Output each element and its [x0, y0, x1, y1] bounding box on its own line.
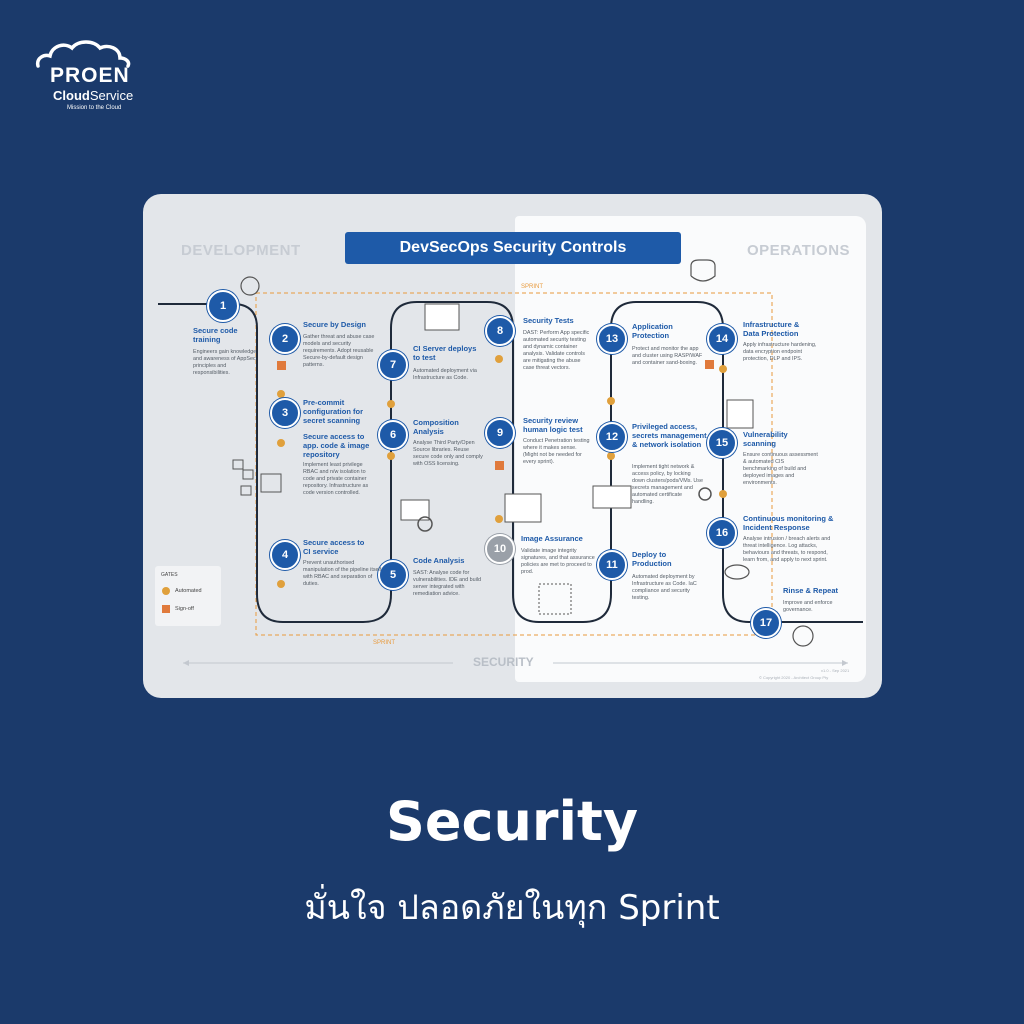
step-16-marker: 16: [707, 518, 737, 548]
footer-copyright: © Copyright 2020 - Architect Group Pty: [759, 675, 829, 680]
step-8-text: DAST: Perform App specific automated sec…: [523, 330, 590, 371]
step-12-text: Implement tight network & access policy,…: [632, 464, 704, 505]
step-16-label: Continuous monitoring & Incident Respons…: [743, 514, 834, 532]
step-2-marker: 2: [270, 324, 300, 354]
step-2-text: Gather threat and abuse case models and …: [303, 334, 375, 368]
proen-logo: PROEN CloudService Mission to the Cloud: [34, 38, 154, 112]
step-3-label: Pre-commit configuration for secret scan…: [303, 398, 363, 425]
step-15-marker: 15: [707, 428, 737, 458]
step-8-label: Security Tests: [523, 316, 574, 325]
logo-tagline: Mission to the Cloud: [67, 105, 122, 111]
step-14-label: Infrastructure & Data Protection: [743, 320, 800, 338]
logo-brand: PROEN: [50, 64, 130, 87]
step-4-marker: 4: [270, 540, 300, 570]
step-17-marker: 17: [751, 608, 781, 638]
secure-access-repo-label: Secure access to app. code & image repos…: [303, 432, 370, 459]
phase-operations: OPERATIONS: [747, 242, 851, 259]
step-10-label: Image Assurance: [521, 534, 583, 543]
step-11-label: Deploy to Production: [632, 550, 672, 568]
step-1-label: Secure code training: [193, 326, 238, 344]
step-5-text: SAST: Analyse code for vulnerabilities. …: [413, 570, 482, 597]
step-13-label: Application Protection: [632, 322, 673, 340]
pipeline-path: [158, 259, 863, 666]
step-1-text: Engineers gain knowledge and awareness o…: [193, 349, 257, 376]
gates-automated: Automated: [175, 588, 202, 594]
step-10-marker: 10: [485, 534, 515, 564]
signoff-square-icon: [162, 605, 170, 613]
step-5-marker: 5: [378, 560, 408, 590]
gates-signoff: Sign-off: [175, 606, 194, 612]
step-8-marker: 8: [485, 316, 515, 346]
step-9-marker: 9: [485, 418, 515, 448]
subheadline: มั่นใจ ปลอดภัยในทุก Sprint: [304, 888, 720, 928]
step-15-text: Ensure continuous assessment & automated…: [743, 452, 818, 486]
step-15-label: Vulnerability scanning: [743, 430, 788, 448]
step-7-text: Automated deployment via Infrastructure …: [413, 368, 477, 381]
step-16-text: Analyse intrusion / breach alerts and th…: [743, 536, 831, 563]
sprint-label-top: SPRINT: [521, 284, 544, 290]
step-13-text: Protect and monitor the app and cluster …: [632, 346, 703, 366]
step-9-text: Conduct Penetration testing where it mak…: [523, 438, 590, 465]
step-7-label: CI Server deploys to test: [413, 344, 477, 362]
operations-panel: [515, 216, 866, 682]
step-4-text: Prevent unauthorised manipulation of the…: [303, 560, 382, 587]
step-4-label: Secure access to CI service: [303, 538, 365, 556]
cloud-icon: [35, 40, 131, 68]
step-17-label: Rinse & Repeat: [783, 586, 839, 595]
sprint-label-bottom: SPRINT: [373, 640, 396, 646]
gates-legend: GATES Automated Sign-off: [155, 566, 221, 626]
step-13-marker: 13: [597, 324, 627, 354]
step-6-label: Composition Analysis: [413, 418, 459, 436]
step-11-text: Automated deployment by Infrastructure a…: [632, 574, 697, 601]
step-14-marker: 14: [707, 324, 737, 354]
step-17-text: Improve and enforce governance.: [783, 600, 833, 613]
secure-access-repo-text: Implement least privilege RBAC and n/w i…: [303, 462, 369, 496]
phase-development: DEVELOPMENT: [181, 242, 301, 259]
step-12-label: Privileged access, secrets management & …: [632, 422, 707, 449]
footer-version: v1.0 - Sep 2021: [821, 668, 850, 673]
logo-subtitle: CloudService: [53, 88, 134, 103]
automated-gear-icon: [162, 587, 170, 595]
step-11-marker: 11: [597, 550, 627, 580]
step-9-label: Security review human logic test: [523, 416, 583, 434]
step-1-marker: 1: [207, 290, 239, 322]
devsecops-infographic: DEVELOPMENT OPERATIONS DevSecOps Securit…: [143, 194, 882, 698]
gates-heading: GATES: [161, 572, 178, 578]
step-5-label: Code Analysis: [413, 556, 465, 565]
step-6-marker: 6: [378, 420, 408, 450]
step-10-text: Validate image integrity signatures, and…: [521, 548, 595, 575]
step-12-marker: 12: [597, 422, 627, 452]
step-6-text: Analyse Third Party/Open Source librarie…: [413, 440, 483, 467]
step-7-marker: 7: [378, 350, 408, 380]
headline: Security: [385, 790, 639, 853]
security-axis-label: SECURITY: [473, 655, 534, 669]
diagram-title: DevSecOps Security Controls: [345, 232, 681, 264]
step-3-marker: 3: [270, 398, 300, 428]
step-14-text: Apply infrastructure hardening, data enc…: [743, 342, 817, 362]
step-2-label: Secure by Design: [303, 320, 366, 329]
